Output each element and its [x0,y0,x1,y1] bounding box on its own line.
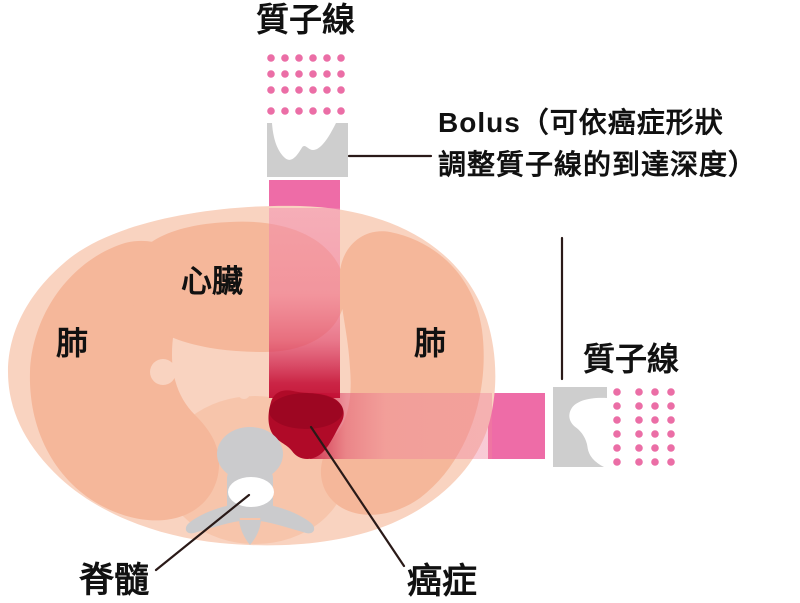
label-spinal-cord: 脊髓 [79,561,150,600]
spinal-cord-shape [228,477,274,507]
label-cancer: 癌症 [407,562,478,601]
leader-lines [154,154,564,572]
tumor-dark-overlay [269,393,343,429]
label-heart: 心臟 [181,264,243,299]
label-proton-beam-top: 質子線 [256,1,355,38]
beam-segment-right [488,393,545,459]
bolus-top [267,123,348,177]
leader-line-cancer [309,425,406,568]
leader-line-spinal-cord [154,493,251,572]
proton-dots-top [267,54,345,115]
bolus-right [553,387,607,467]
label-bolus-note: Bolus（可依癌症形狀 調整質子線的到達深度） [438,107,758,180]
label-lung-right: 肺 [414,325,447,361]
proton-dots-right [613,388,675,466]
tumor-shape [268,390,344,460]
label-lung-left: 肺 [56,325,89,361]
beam-vertical-in-body [269,208,340,398]
vessel-blobs [150,359,250,399]
label-proton-beam-right: 質子線 [580,340,683,379]
